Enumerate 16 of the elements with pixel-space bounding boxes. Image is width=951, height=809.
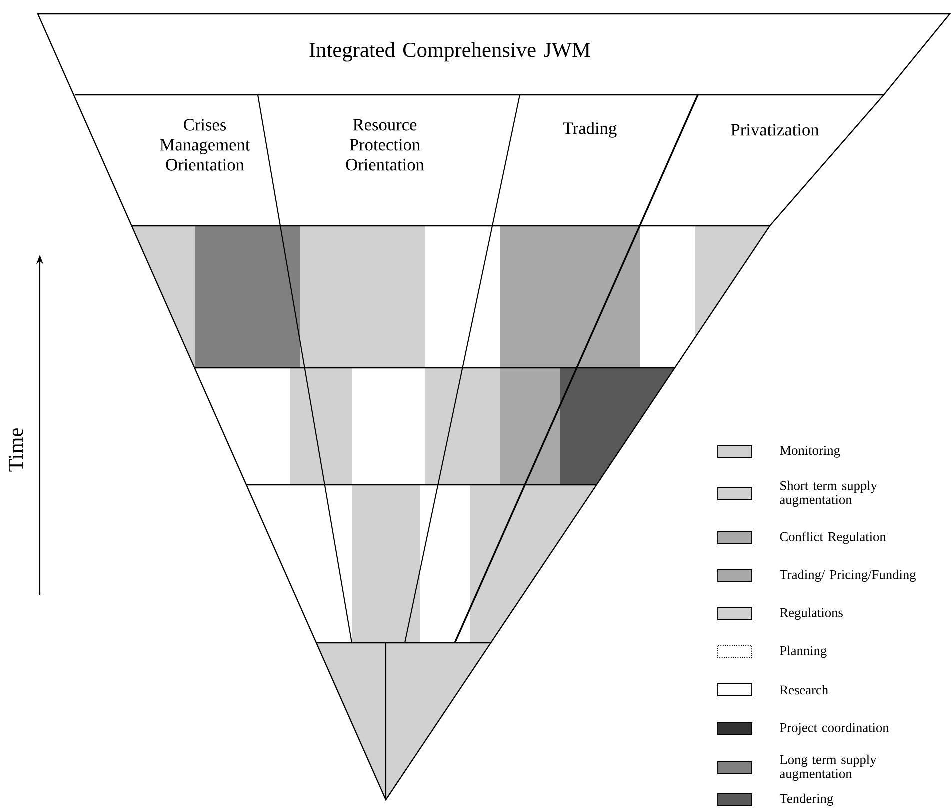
legend-text: Planning — [780, 646, 827, 658]
legend-text: Monitoring — [780, 446, 840, 458]
legend-text: Tendering — [780, 794, 834, 806]
legend-text: Short term supply augmentation — [780, 480, 878, 508]
column-header: Privatization — [731, 124, 820, 136]
axis-label: Time — [8, 428, 24, 472]
legend-text: Conflict Regulation — [780, 532, 886, 544]
column-header: Resource Protection Orientation — [346, 119, 424, 171]
legend-text: Regulations — [780, 608, 843, 620]
column-header: Trading — [563, 122, 617, 138]
column-header: Crises Management Orientation — [160, 119, 250, 171]
legend-text: Research — [780, 685, 828, 695]
column-header: Integrated Comprehensive JWM — [310, 42, 590, 62]
legend-text: Trading/ Pricing/Funding — [780, 570, 916, 582]
legend-text: Long term supply augmentation — [780, 754, 877, 782]
legend-text: Project coordination — [780, 722, 890, 736]
